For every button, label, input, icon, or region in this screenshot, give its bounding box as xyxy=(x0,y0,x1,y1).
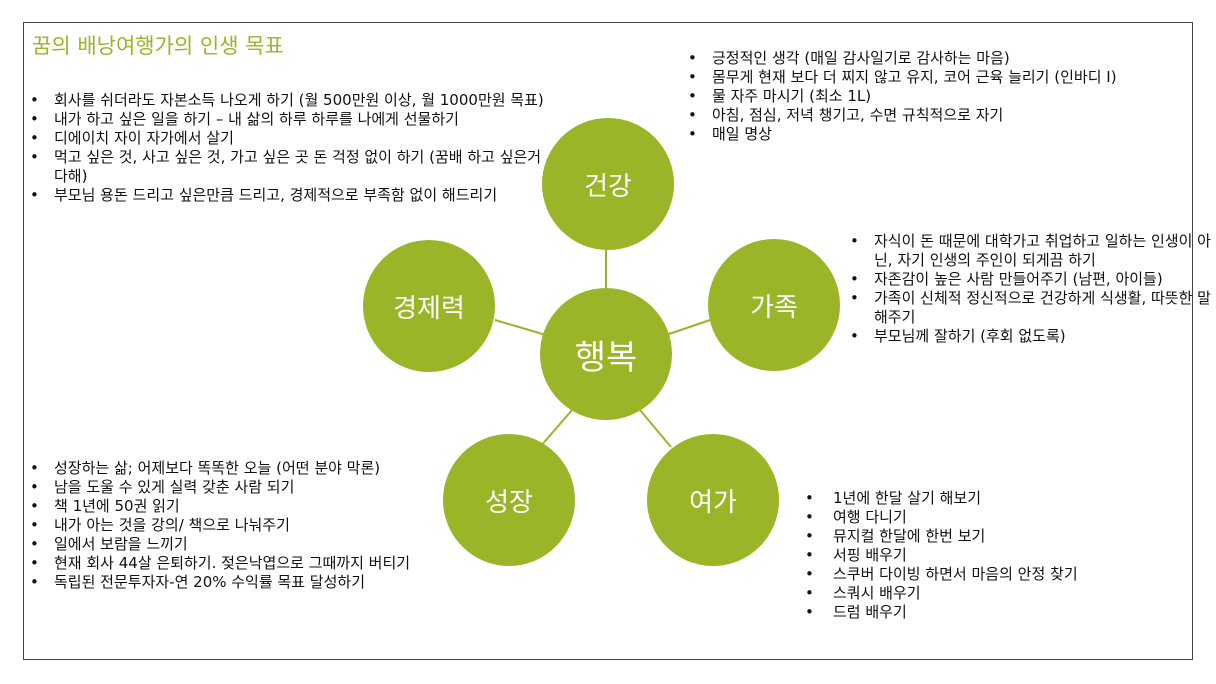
list-item: 아침, 점심, 저녁 챙기고, 수면 규칙적으로 자기 xyxy=(688,106,1138,125)
economy-goals-list: 회사를 쉬더라도 자본소득 나오게 하기 (월 500만원 이상, 월 1000… xyxy=(30,91,550,205)
list-item: 독립된 전문투자자-연 20% 수익률 목표 달성하기 xyxy=(30,573,520,592)
node-leisure: 여가 xyxy=(647,434,779,566)
node-center-happiness: 행복 xyxy=(540,288,672,420)
list-item: 물 자주 마시기 (최소 1L) xyxy=(688,87,1138,106)
connector-leisure xyxy=(639,409,672,448)
list-item: 부모님 용돈 드리고 싶은만큼 드리고, 경제적으로 부족함 없이 해드리기 xyxy=(30,186,550,205)
list-item: 여행 다니기 xyxy=(805,508,1185,527)
list-item: 성장하는 삶; 어제보다 똑똑한 오늘 (어떤 분야 막론) xyxy=(30,459,520,478)
connector-family xyxy=(665,319,711,336)
list-item: 자식이 돈 때문에 대학가고 취업하고 일하는 인생이 아닌, 자기 인생의 주… xyxy=(850,232,1214,270)
list-item: 드럼 배우기 xyxy=(805,603,1185,622)
node-center-label: 행복 xyxy=(574,337,638,378)
list-item: 자존감이 높은 사람 만들어주기 (남편, 아이들) xyxy=(850,270,1214,289)
page-title: 꿈의 배낭여행가의 인생 목표 xyxy=(32,34,284,58)
node-health-label: 건강 xyxy=(584,171,632,202)
node-leisure-label: 여가 xyxy=(689,487,737,518)
list-item: 내가 하고 싶은 일을 하기 – 내 삶의 하루 하루를 나에게 선물하기 xyxy=(30,110,550,129)
connector-economy xyxy=(494,319,547,336)
list-item: 긍정적인 생각 (매일 감사일기로 감사하는 마음) xyxy=(688,49,1138,68)
connector-growth xyxy=(539,409,573,448)
list-item: 책 1년에 50권 읽기 xyxy=(30,497,520,516)
list-item: 부모님께 잘하기 (후회 없도록) xyxy=(850,327,1214,346)
node-economy: 경제력 xyxy=(363,240,495,372)
family-goals-list: 자식이 돈 때문에 대학가고 취업하고 일하는 인생이 아닌, 자기 인생의 주… xyxy=(850,232,1214,346)
growth-goals-list: 성장하는 삶; 어제보다 똑똑한 오늘 (어떤 분야 막론) 남을 도울 수 있… xyxy=(30,459,520,592)
node-economy-label: 경제력 xyxy=(393,293,465,324)
list-item: 가족이 신체적 정신적으로 건강하게 식생활, 따뜻한 말 해주기 xyxy=(850,289,1214,327)
list-item: 뮤지컬 한달에 한번 보기 xyxy=(805,527,1185,546)
list-item: 회사를 쉬더라도 자본소득 나오게 하기 (월 500만원 이상, 월 1000… xyxy=(30,91,550,110)
list-item: 내가 아는 것을 강의/ 책으로 나눠주기 xyxy=(30,516,520,535)
list-item: 매일 명상 xyxy=(688,125,1138,144)
list-item: 스쿠버 다이빙 하면서 마음의 안정 찾기 xyxy=(805,565,1185,584)
list-item: 1년에 한달 살기 해보기 xyxy=(805,489,1185,508)
list-item: 서핑 배우기 xyxy=(805,546,1185,565)
list-item: 현재 회사 44살 은퇴하기. 젖은낙엽으로 그때까지 버티기 xyxy=(30,554,520,573)
list-item: 디에이치 자이 자가에서 살기 xyxy=(30,129,550,148)
leisure-goals-list: 1년에 한달 살기 해보기 여행 다니기 뮤지컬 한달에 한번 보기 서핑 배우… xyxy=(805,489,1185,622)
list-item: 일에서 보람을 느끼기 xyxy=(30,535,520,554)
list-item: 몸무게 현재 보다 더 찌지 않고 유지, 코어 근육 늘리기 (인바디 I) xyxy=(688,68,1138,87)
node-family: 가족 xyxy=(708,239,840,371)
node-family-label: 가족 xyxy=(750,292,798,323)
list-item: 먹고 싶은 것, 사고 싶은 것, 가고 싶은 곳 돈 걱정 없이 하기 (꿈배… xyxy=(30,148,550,186)
list-item: 남을 도울 수 있게 실력 갖춘 사람 되기 xyxy=(30,478,520,497)
list-item: 스쿼시 배우기 xyxy=(805,584,1185,603)
health-goals-list: 긍정적인 생각 (매일 감사일기로 감사하는 마음) 몸무게 현재 보다 더 찌… xyxy=(688,49,1138,144)
node-health: 건강 xyxy=(542,118,674,250)
